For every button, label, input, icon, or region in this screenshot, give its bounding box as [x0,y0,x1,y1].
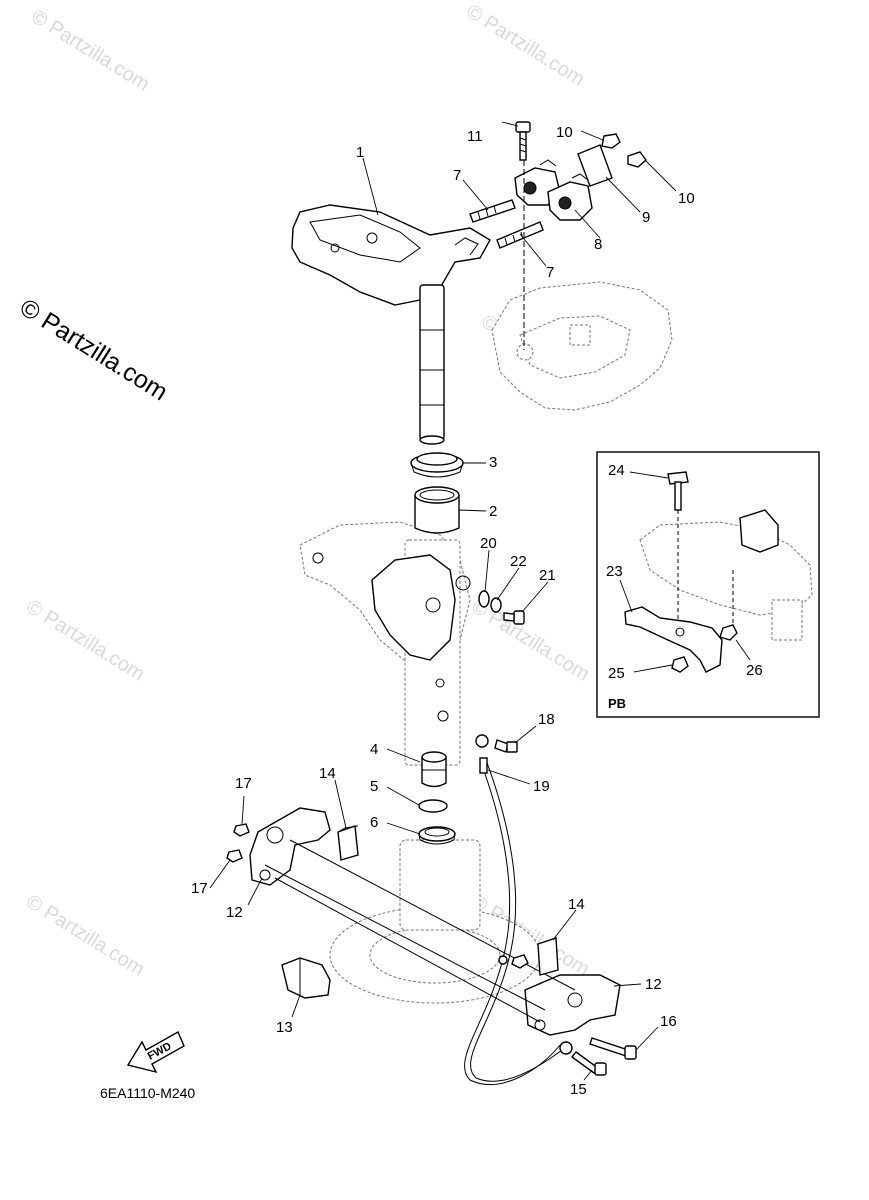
callout-19: 19 [533,778,550,795]
part-15-bolt [570,1051,607,1076]
part-20-washer [478,590,490,608]
fwd-arrow: FWD [126,1031,185,1074]
part-5-oring [418,799,448,813]
callout-numbers: 1 2 3 4 5 6 7 7 8 9 10 10 11 12 12 13 14… [191,124,695,1098]
callout-12a: 12 [226,904,243,921]
watermark-small-5: © Partzilla.com [467,596,593,686]
watermark-small-2: © Partzilla.com [462,1,588,91]
callout-10a: 10 [556,124,573,141]
watermark-big: © Partzilla.com [15,293,173,406]
part-22-washer [490,597,502,613]
callout-5: 5 [370,778,378,795]
part-2-bushing [414,486,460,534]
part-16-bolt [589,1037,637,1060]
inset-part-26 [719,624,738,641]
callout-2: 2 [489,503,497,520]
part-9-plate [577,144,613,187]
part-18-bolt [494,739,518,753]
callout-24: 24 [608,462,625,479]
leader-lines [209,121,677,1081]
part-3-bushing [410,452,464,478]
part-13-block [281,957,331,999]
inset-part-23 [624,606,723,673]
small-nut [498,954,529,969]
mount-rods [264,839,576,1023]
lower-ghost [329,839,541,1004]
callout-9: 9 [642,209,650,226]
callout-14b: 14 [568,896,585,913]
engine-base-ghost [491,281,673,411]
callout-14a: 14 [319,765,336,782]
watermark-small-6: © Partzilla.com [22,891,148,981]
part-19-ground-cable [464,734,573,1085]
inset-connector [739,509,779,553]
callout-18: 18 [538,711,555,728]
callout-3: 3 [489,454,497,471]
callout-11: 11 [467,128,483,145]
part-17-nuts [226,823,250,863]
callout-26: 26 [746,662,763,679]
inset-label: PB [608,696,626,711]
callout-10b: 10 [678,190,695,207]
callout-16: 16 [660,1013,677,1030]
callout-7a: 7 [453,167,461,184]
callout-25: 25 [608,665,625,682]
part-4-bushing [421,751,447,788]
callout-7b: 7 [546,264,554,281]
diagram-code: 6EA1110-M240 [100,1085,195,1101]
callout-12b: 12 [645,976,662,993]
part-11-bolt [515,121,531,161]
part-1-steering-bracket [291,204,491,445]
callout-23: 23 [606,563,623,580]
callout-15: 15 [570,1081,587,1098]
callout-20: 20 [480,535,497,552]
callout-17b: 17 [191,880,208,897]
part-7-studs [469,199,544,249]
part-10-nuts [601,133,647,168]
inset-bolt-shank [674,481,682,511]
callout-4: 4 [370,741,378,758]
callout-1: 1 [356,144,364,161]
part-6-seal [418,826,456,845]
part-12-clamp-right [524,974,621,1036]
watermark-small-1: © Partzilla.com [27,6,153,96]
part-8-mounts [514,159,593,221]
callout-17a: 17 [235,775,252,792]
inset-pb: 24 23 26 25 PB [596,451,820,718]
callout-13: 13 [276,1019,293,1036]
inset-bolt-head [667,471,689,485]
swivel-bracket [312,552,471,722]
part-14-block-upper [337,825,359,861]
callout-8: 8 [594,236,602,253]
callout-21: 21 [539,567,556,584]
callout-22: 22 [510,553,527,570]
part-12-clamp-left [249,807,331,886]
callout-6: 6 [370,814,378,831]
watermark-small-4: © Partzilla.com [22,596,148,686]
part-21-bolt [503,610,525,625]
inset-part-25 [671,656,689,673]
part-14-block-lower [537,937,559,976]
